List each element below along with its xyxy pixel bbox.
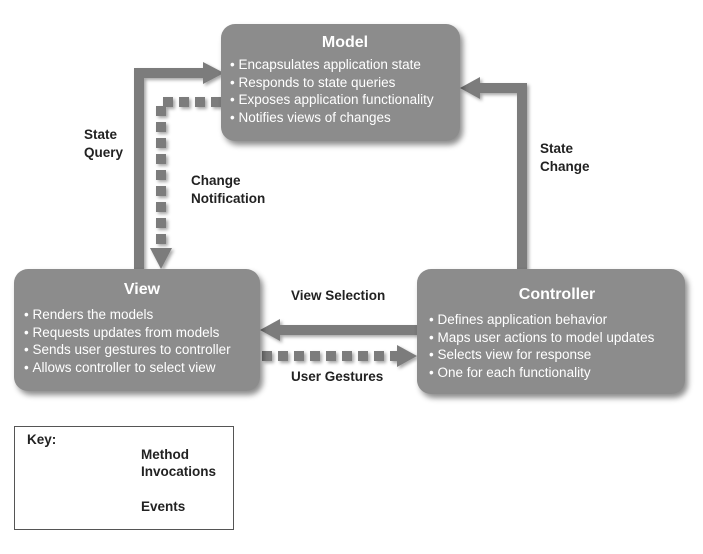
model-item: Responds to state queries [230, 74, 460, 92]
controller-box: Controller Defines application behavior … [417, 269, 685, 394]
view-title: View [123, 281, 161, 298]
view-item: Sends user gestures to controller [24, 341, 260, 359]
controller-responsibilities: Defines application behavior Maps user a… [429, 311, 685, 381]
controller-item: Maps user actions to model updates [429, 329, 685, 347]
state-change-arrow [460, 77, 527, 269]
model-responsibilities: Encapsulates application state Responds … [230, 56, 460, 126]
model-item: Exposes application functionality [230, 91, 460, 109]
user-gestures-arrow [262, 345, 417, 367]
model-item: Encapsulates application state [230, 56, 460, 74]
key-title: Key: [27, 432, 57, 447]
view-item: Requests updates from models [24, 324, 260, 342]
view-box: View Renders the models Requests updates… [14, 269, 260, 391]
controller-item: One for each functionality [429, 364, 685, 382]
controller-title: Controller [518, 286, 596, 303]
model-item: Notifies views of changes [230, 109, 460, 127]
state-query-label: State Query [84, 127, 124, 160]
view-selection-arrow [260, 319, 417, 341]
legend-key: Key: Method Invocations Events [14, 426, 234, 530]
model-box: Model Encapsulates application state Res… [221, 24, 460, 141]
view-selection-label: View Selection [291, 288, 386, 303]
key-events-label: Events [141, 499, 186, 514]
state-change-label: State Change [540, 141, 590, 174]
key-method-invocations-label: Method Invocations [141, 447, 217, 479]
controller-item: Selects view for response [429, 346, 685, 364]
user-gestures-label: User Gestures [291, 369, 384, 384]
state-query-arrow [134, 62, 224, 269]
change-notification-label: Change Notification [191, 173, 266, 206]
change-notification-arrow [150, 97, 221, 269]
view-item: Allows controller to select view [24, 359, 260, 377]
view-responsibilities: Renders the models Requests updates from… [24, 306, 260, 376]
model-title: Model [321, 34, 369, 51]
controller-item: Defines application behavior [429, 311, 685, 329]
view-item: Renders the models [24, 306, 260, 324]
